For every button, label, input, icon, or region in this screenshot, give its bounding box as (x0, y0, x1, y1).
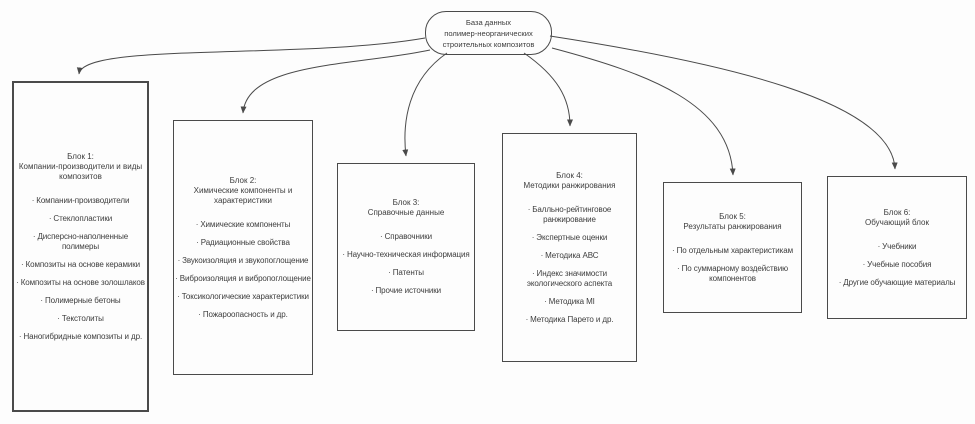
bullet-icon: · (388, 268, 391, 277)
list-item: ·Полимерные бетоны (40, 295, 121, 305)
block-header: Блок 4: Методики ранжирования (524, 171, 616, 191)
bullet-icon: · (525, 314, 529, 324)
list-item: ·Пожароопасность и др. (198, 309, 288, 319)
bullet-icon: · (16, 277, 19, 287)
bullet-icon: · (18, 331, 22, 341)
block-header: Блок 5: Результаты ранжирования (683, 212, 781, 232)
database-node: База данных полимер-неорганических строи… (425, 11, 552, 55)
list-item: ·Методика MI (544, 296, 595, 306)
block-name: Справочные данные (367, 208, 445, 217)
block-name: Компании-производители и виды композитов (18, 161, 143, 181)
block-items: ·Химические компоненты ·Радиационные сво… (175, 220, 311, 320)
list-item: ·Стеклопластики (48, 213, 113, 223)
bullet-icon: · (31, 195, 35, 205)
list-item: ·Методика АВС (540, 250, 599, 260)
list-item: ·Компании-производители (31, 195, 130, 205)
block-4-ranking-methods: Блок 4: Методики ранжирования ·Балльно-р… (502, 133, 637, 362)
database-label-line: База данных (465, 17, 512, 27)
bullet-icon: · (177, 291, 180, 301)
database-label-line: строительных композитов (442, 39, 535, 49)
list-item: ·Наногибридные композиты и др. (18, 331, 143, 341)
block-items: ·Балльно-рейтинговое ранжирование ·Экспе… (504, 205, 635, 325)
list-item: ·По суммарному воздействию компонентов (677, 263, 788, 283)
bullet-icon: · (838, 277, 842, 287)
block-name: Химические компоненты и характеристики (193, 185, 293, 205)
list-item: ·Индекс значимости экологического аспект… (526, 268, 613, 288)
block-header: Блок 6: Обучающий блок (865, 208, 929, 228)
bullet-icon: · (196, 237, 199, 247)
block-items: ·По отдельным характеристикам ·По суммар… (665, 246, 800, 284)
block-title: Блок 3: (392, 198, 420, 207)
list-item: ·Дисперсно-наполненные полимеры (32, 231, 129, 251)
database-label-line: полимер-неорганических (444, 28, 533, 38)
block-title: Блок 1: (67, 151, 94, 161)
block-items: ·Справочники ·Научно-техническая информа… (339, 232, 473, 296)
list-item: ·Текстолиты (57, 313, 104, 323)
list-item: ·Учебники (877, 241, 917, 251)
block-header: Блок 3: Справочные данные (368, 198, 445, 218)
block-title: Блок 6: (883, 207, 911, 217)
bullet-icon: · (48, 213, 52, 223)
bullet-icon: · (380, 232, 383, 241)
bullet-icon: · (195, 219, 199, 229)
bullet-icon: · (175, 273, 178, 283)
block-2-chemical: Блок 2: Химические компоненты и характер… (173, 120, 313, 375)
block-items: ·Компании-производители ·Стеклопластики … (15, 196, 146, 342)
list-item: ·Радиационные свойства (196, 237, 290, 247)
block-name: Обучающий блок (865, 217, 929, 227)
bullet-icon: · (877, 241, 881, 251)
list-item: ·Методика Парето и др. (525, 314, 614, 324)
list-item: ·Виброизоляция и вибропоглощение (175, 273, 311, 283)
bullet-icon: · (527, 204, 531, 214)
list-item: ·Справочники (380, 232, 432, 241)
list-item: ·Звукоизоляция и звукопоглощение (177, 255, 309, 265)
list-item: ·Композиты на основе керамики (21, 259, 140, 269)
block-title: Блок 4: (556, 170, 583, 180)
bullet-icon: · (370, 286, 374, 295)
block-name: Методики ранжирования (523, 180, 616, 190)
bullet-icon: · (531, 268, 535, 278)
block-header: Блок 2: Химические компоненты и характер… (175, 176, 311, 206)
bullet-icon: · (862, 259, 866, 269)
list-item: ·Химические компоненты (195, 219, 291, 229)
list-item: ·Патенты (388, 268, 424, 277)
bullet-icon: · (677, 263, 680, 273)
bullet-icon: · (198, 309, 201, 319)
block-title: Блок 5: (719, 211, 746, 221)
block-3-reference: Блок 3: Справочные данные ·Справочники ·… (337, 163, 475, 331)
list-item: ·Прочие источники (370, 286, 442, 295)
bullet-icon: · (57, 313, 60, 323)
bullet-icon: · (40, 295, 43, 305)
list-item: ·Учебные пособия (862, 259, 932, 269)
list-item: ·Токсикологические характеристики (177, 291, 309, 301)
list-item: ·Экспертные оценки (531, 232, 608, 242)
list-item: ·Композиты на основе золошлаков (16, 277, 145, 287)
block-5-ranking-results: Блок 5: Результаты ранжирования ·По отде… (663, 182, 802, 313)
bullet-icon: · (531, 232, 535, 242)
block-1-companies: Блок 1: Компании-производители и виды ко… (12, 81, 149, 412)
list-item: ·Балльно-рейтинговое ранжирование (527, 204, 612, 224)
block-title: Блок 2: (229, 175, 257, 185)
bullet-icon: · (21, 259, 24, 269)
block-6-training: Блок 6: Обучающий блок ·Учебники ·Учебны… (827, 176, 967, 319)
bullet-icon: · (544, 296, 547, 306)
bullet-icon: · (342, 250, 345, 259)
list-item: ·По отдельным характеристикам (672, 245, 793, 255)
arrow-db-to-block-3 (402, 52, 448, 157)
arrow-db-to-block-4 (523, 52, 573, 127)
bullet-icon: · (672, 245, 675, 255)
bullet-icon: · (540, 250, 544, 260)
bullet-icon: · (177, 255, 181, 265)
bullet-icon: · (32, 231, 36, 241)
list-item: ·Научно-техническая информация (342, 250, 470, 259)
block-items: ·Учебники ·Учебные пособия ·Другие обуча… (829, 242, 965, 288)
arrow-db-to-block-2 (240, 49, 431, 114)
arrow-db-to-block-1 (76, 37, 426, 75)
list-item: ·Другие обучающие материалы (838, 277, 956, 287)
block-header: Блок 1: Компании-производители и виды ко… (15, 152, 146, 182)
block-name: Результаты ранжирования (683, 221, 782, 231)
